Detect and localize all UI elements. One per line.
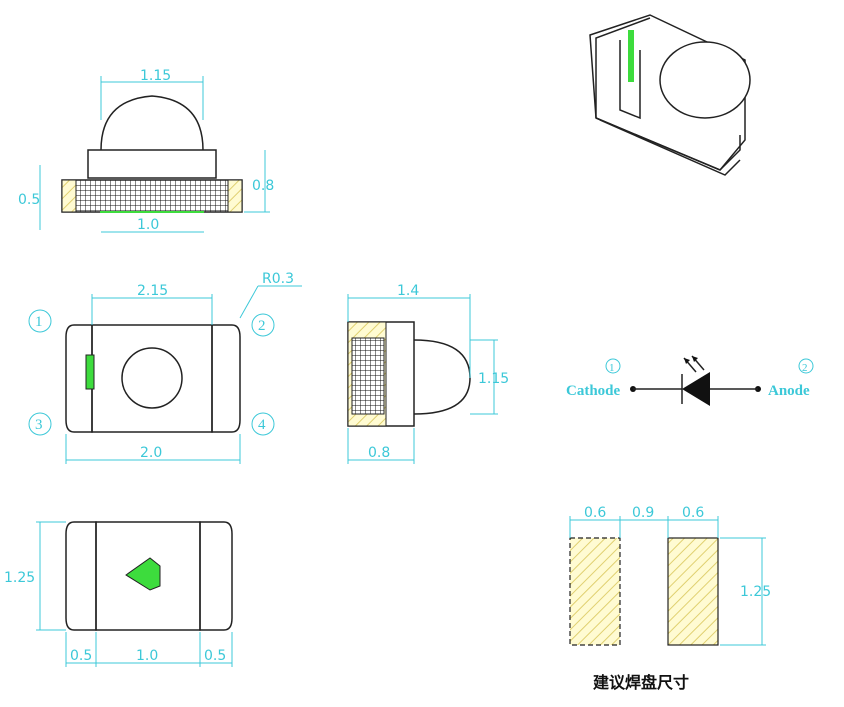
- top-width-top: 2.15: [137, 283, 168, 299]
- pad-height: 1.25: [740, 584, 771, 600]
- cathode-label: Cathode: [566, 383, 621, 399]
- base-grid: [61, 179, 243, 213]
- pin-3-label: 3: [35, 417, 43, 433]
- front-view: 1.15 0.5 0.8 1.0: [18, 68, 274, 233]
- top-width-bottom: 2.0: [140, 445, 162, 461]
- side-width-bottom: 0.8: [368, 445, 390, 461]
- bottom-w-left: 0.5: [70, 648, 92, 664]
- bottom-w-mid: 1.0: [136, 648, 158, 664]
- pin-2-label: 2: [258, 318, 266, 334]
- front-height-left: 0.5: [18, 192, 40, 208]
- left-terminal: [61, 179, 77, 213]
- photodiode-symbol: [682, 372, 710, 406]
- side-lens: [413, 339, 471, 415]
- pad-left: [569, 537, 621, 646]
- top-right-pad: [211, 324, 241, 433]
- bottom-right-pad: [199, 521, 233, 631]
- schem-pin-1: 1: [609, 362, 615, 374]
- right-terminal: [227, 179, 243, 213]
- front-width-top: 1.15: [140, 68, 171, 84]
- pad-right: [667, 537, 719, 646]
- top-view: 2.15 2.0 R0.3 1 2 3 4: [28, 271, 302, 464]
- iso-lens: [659, 41, 751, 119]
- pin-1-label: 1: [35, 314, 43, 330]
- front-width-bottom: 1.0: [137, 217, 159, 233]
- side-view: 1.4 1.15 0.8: [347, 283, 509, 464]
- top-body: [91, 324, 213, 433]
- lens-dome: [100, 95, 204, 151]
- pad-w2: 0.6: [682, 505, 704, 521]
- lens-body: [87, 149, 217, 179]
- iso-green-stripe: [628, 30, 634, 82]
- bottom-w-right: 0.5: [204, 648, 226, 664]
- top-radius: R0.3: [262, 271, 294, 287]
- bottom-left-pad: [65, 521, 97, 631]
- pad-w1: 0.6: [584, 505, 606, 521]
- anode-label: Anode: [768, 383, 810, 399]
- pad-caption: 建议焊盘尺寸: [593, 673, 689, 692]
- pad-gap: 0.9: [632, 505, 654, 521]
- side-width-top: 1.4: [397, 283, 419, 299]
- top-left-pad: [65, 324, 93, 433]
- front-height-right: 0.8: [252, 178, 274, 194]
- schematic: 1 2 Cathode Anode: [566, 355, 814, 406]
- side-height-right: 1.15: [478, 371, 509, 387]
- bottom-height-left: 1.25: [4, 570, 35, 586]
- polarity-mark: [125, 557, 161, 591]
- solder-pads: 0.6 0.9 0.6 1.25 建议焊盘尺寸: [569, 505, 771, 692]
- top-green-mark: [85, 354, 95, 390]
- pin-4-label: 4: [258, 417, 266, 433]
- side-grid: [351, 337, 385, 415]
- top-lens-circle: [121, 347, 183, 409]
- iso-view: [589, 14, 751, 176]
- schem-pin-2: 2: [802, 362, 808, 374]
- bottom-view: 1.25 0.5 1.0 0.5: [4, 521, 233, 667]
